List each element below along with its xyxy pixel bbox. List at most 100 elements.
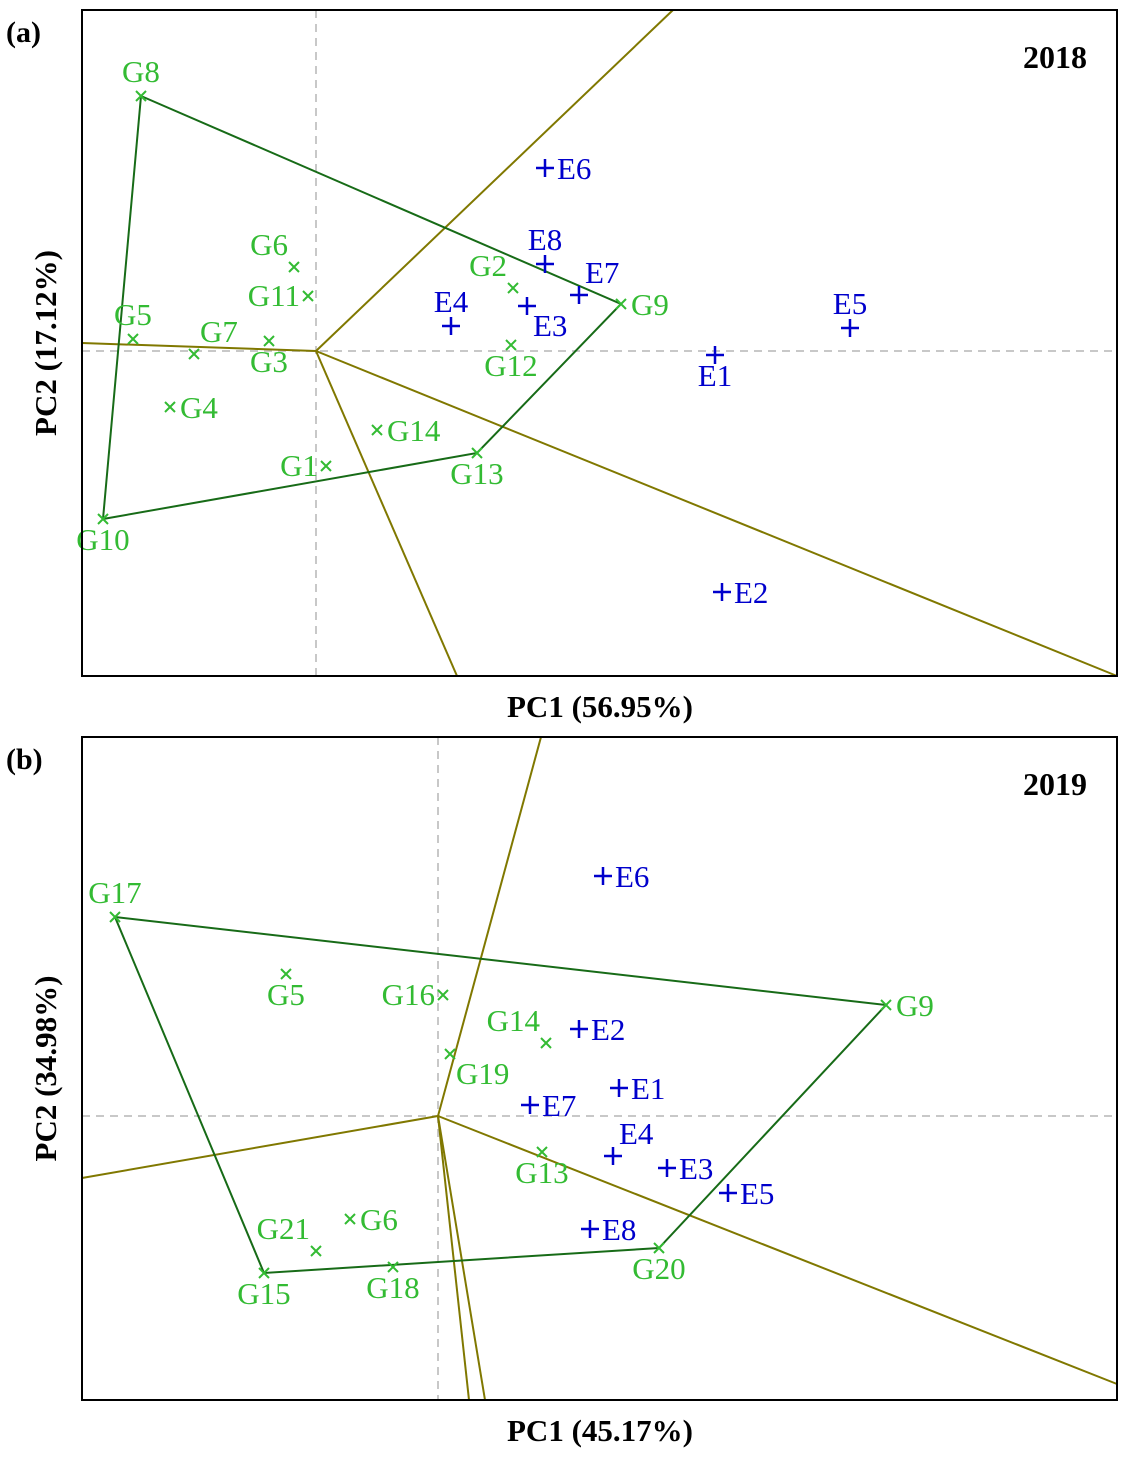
environment-marker [604, 1147, 622, 1165]
genotype-label: G19 [456, 1056, 509, 1091]
environment-label: E8 [602, 1212, 636, 1247]
genotype-label: G20 [632, 1251, 685, 1286]
environment-label: E7 [542, 1088, 576, 1123]
genotype-label: G14 [487, 1003, 541, 1038]
genotype-marker [280, 968, 292, 980]
sector-line [81, 1115, 439, 1179]
genotype-marker [288, 261, 300, 273]
genotype-label: G9 [631, 287, 669, 322]
genotype-label: G21 [257, 1211, 310, 1246]
genotype-label: G13 [450, 456, 503, 491]
genotype-marker [127, 333, 139, 345]
genotype-marker [302, 290, 314, 302]
x-axis-label: PC1 (45.17%) [507, 1413, 693, 1448]
genotype-label: G10 [76, 522, 129, 557]
environment-marker [536, 255, 554, 273]
environment-label: E5 [833, 286, 867, 321]
genotype-marker [505, 339, 517, 351]
genotype-marker [536, 1146, 548, 1158]
environment-label: E4 [619, 1116, 654, 1151]
y-axis-label: PC2 (17.12%) [28, 250, 63, 436]
environment-marker [521, 1096, 539, 1114]
genotype-marker [320, 460, 332, 472]
genotype-marker [164, 401, 176, 413]
environment-marker [518, 297, 536, 315]
panel-label: (b) [6, 743, 43, 776]
x-axis-label: PC1 (56.95%) [507, 689, 693, 724]
genotype-marker [387, 1261, 399, 1273]
genotype-label: G4 [180, 390, 218, 425]
environment-label: E6 [615, 859, 649, 894]
genotype-label: G9 [896, 988, 934, 1023]
genotype-marker [615, 298, 627, 310]
plot-frame [81, 736, 1118, 1401]
genotype-label: G5 [114, 297, 152, 332]
genotype-label: G1 [280, 448, 318, 483]
environment-label: E6 [557, 151, 591, 186]
genotype-marker [880, 999, 892, 1011]
environment-marker [841, 319, 859, 337]
environment-label: E5 [740, 1176, 774, 1211]
genotype-label: G13 [515, 1155, 568, 1190]
plot-frame [81, 9, 1118, 677]
genotype-marker [188, 348, 200, 360]
which-won-where-polygon [113, 915, 889, 1275]
environment-label: E8 [528, 222, 562, 257]
sector-line [81, 342, 317, 352]
sector-line [315, 9, 674, 352]
environment-label: E7 [585, 255, 619, 290]
environment-marker [594, 867, 612, 885]
environment-marker [442, 317, 460, 335]
genotype-label: G2 [469, 248, 507, 283]
genotype-label: G8 [122, 54, 160, 89]
y-axis-label: PC2 (34.98%) [28, 976, 63, 1162]
genotype-label: G6 [360, 1202, 398, 1237]
environment-marker [658, 1159, 676, 1177]
environment-marker [536, 159, 554, 177]
genotype-label: G3 [250, 344, 288, 379]
sector-line [315, 350, 458, 677]
sector-line [437, 736, 542, 1117]
genotype-marker [540, 1037, 552, 1049]
environment-marker [610, 1079, 628, 1097]
genotype-marker [471, 447, 483, 459]
genotype-marker [258, 1267, 270, 1279]
environment-label: E1 [698, 358, 732, 393]
genotype-marker [653, 1242, 665, 1254]
genotype-marker [135, 90, 147, 102]
sector-line [315, 350, 1118, 677]
genotype-label: G18 [366, 1270, 419, 1305]
environment-marker [581, 1220, 599, 1238]
sector-line [437, 1115, 470, 1401]
environment-label: E1 [631, 1071, 665, 1106]
environment-marker [706, 346, 724, 364]
genotype-marker [344, 1213, 356, 1225]
environment-label: E4 [434, 284, 469, 319]
genotype-label: G17 [88, 875, 141, 910]
genotype-marker [109, 911, 121, 923]
genotype-marker [437, 989, 449, 1001]
genotype-label: G5 [267, 977, 305, 1012]
genotype-marker [310, 1245, 322, 1257]
environment-label: E3 [679, 1151, 713, 1186]
environment-label: E3 [533, 308, 567, 343]
environment-marker [713, 583, 731, 601]
sector-line [437, 1115, 486, 1401]
sector-line [437, 1115, 1118, 1385]
environment-label: E2 [734, 575, 768, 610]
genotype-marker [263, 335, 275, 347]
panel-label: (a) [6, 16, 41, 49]
genotype-label: G15 [237, 1276, 290, 1311]
genotype-marker [507, 282, 519, 294]
chart-title: 2019 [1023, 766, 1087, 802]
genotype-label: G6 [250, 227, 288, 262]
environment-marker [570, 286, 588, 304]
genotype-label: G16 [382, 977, 435, 1012]
genotype-label: G7 [200, 314, 238, 349]
genotype-label: G12 [484, 348, 537, 383]
genotype-marker [371, 424, 383, 436]
chart-title: 2018 [1023, 39, 1087, 75]
genotype-label: G14 [387, 413, 441, 448]
